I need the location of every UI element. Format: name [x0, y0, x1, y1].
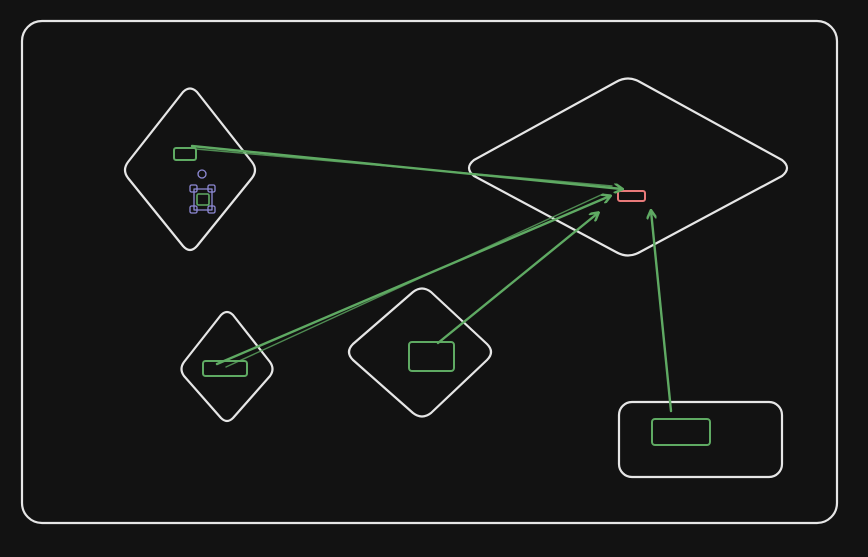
- selection-indicator[interactable]: [189, 169, 216, 214]
- arrow-bottom-middle-to-right[interactable]: [436, 213, 598, 345]
- connector-handle-bottom-middle[interactable]: [408, 341, 455, 372]
- outer-frame[interactable]: [20, 19, 839, 525]
- connector-handle-bottom-left[interactable]: [202, 360, 248, 377]
- connector-handle-top-left[interactable]: [173, 147, 197, 161]
- arrow-bottom-right-to-right[interactable]: [651, 211, 673, 413]
- arrow-bottom-left-to-right[interactable]: [215, 194, 610, 368]
- arrow-top-left-to-right[interactable]: [190, 144, 622, 189]
- diamond-large-right[interactable]: [467, 77, 789, 257]
- diamond-bottom-middle[interactable]: [347, 287, 493, 418]
- connection-target[interactable]: [617, 190, 646, 202]
- connector-handle-bottom-right[interactable]: [651, 418, 711, 446]
- box-bottom-right[interactable]: [617, 400, 784, 479]
- diamond-top-left[interactable]: [123, 87, 257, 252]
